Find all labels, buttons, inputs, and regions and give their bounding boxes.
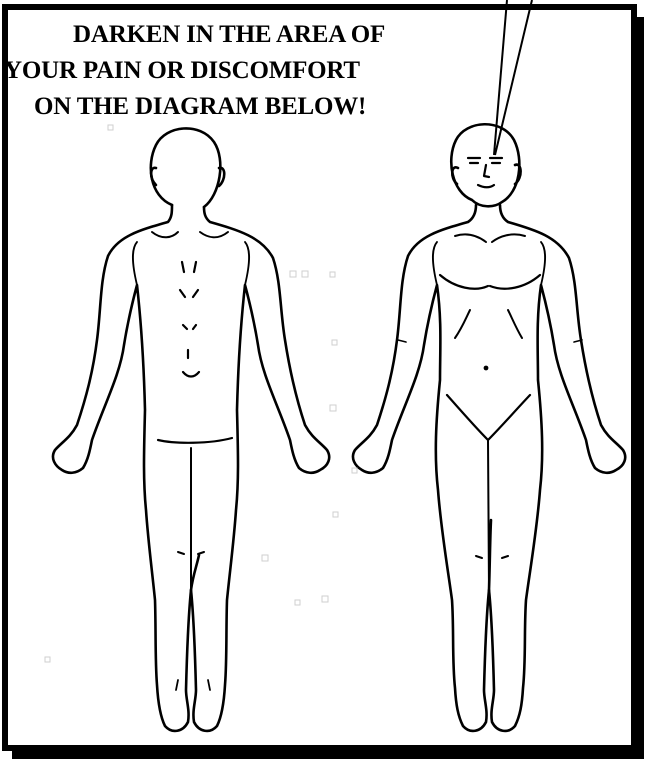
instruction-line-2: YOUR PAIN OR DISCOMFORT <box>4 56 360 85</box>
instruction-line-3: ON THE DIAGRAM BELOW! <box>34 92 366 121</box>
instruction-line-1: DARKEN IN THE AREA OF <box>73 20 385 49</box>
